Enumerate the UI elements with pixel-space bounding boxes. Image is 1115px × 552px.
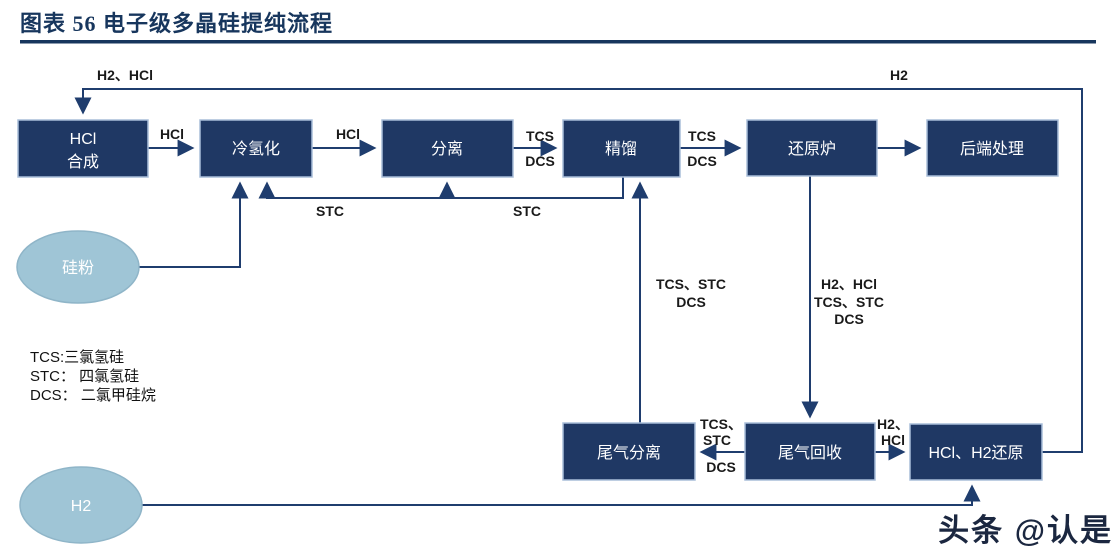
edge-label-recovery-to-reduction-1: H2、 [877,416,909,432]
node-tailgas-separation: 尾气分离 [562,422,696,481]
edge-label-tcs-2: TCS [688,128,716,144]
edge-label-dcs-2: DCS [687,153,717,169]
node-silicon-powder-ellipse [16,230,140,304]
edge-h2-recycle [74,88,1083,453]
edge-label-tcs-1: TCS [526,128,554,144]
edge-label-dcs-1: DCS [525,153,555,169]
node-cold-hydrogenation-box [199,119,313,178]
node-backend-processing-label: 后端处理 [960,140,1024,158]
node-silicon-powder-label: 硅粉 [62,259,94,277]
edge-siliconpowder-to-coldhydro [139,181,249,268]
edge-label-tailgas-to-distillation-2: DCS [676,294,706,310]
node-distillation: 精馏 [562,119,681,178]
node-separation-box [381,119,514,178]
node-tailgas-recovery: 尾气回收 [744,422,876,481]
node-hcl-synthesis-box [17,119,149,178]
edge-label-hcl-1: HCl [160,126,184,142]
edge-label-recycle-right: H2 [890,67,908,83]
node-hcl-synthesis: HCl 合成 [17,119,149,178]
node-silicon-powder: 硅粉 [16,230,140,304]
edge-label-furnace-to-recovery-3: DCS [834,311,864,327]
edge-label-tailgas-to-distillation-1: TCS、STC [656,276,726,292]
edge-label-recovery-to-separation-1: TCS、 [700,416,742,432]
node-reduction-furnace-box [746,119,878,177]
node-hcl-h2-reduction-label: HCl、H2还原 [928,444,1023,462]
edge-stc-return [258,177,624,199]
edge-label-furnace-to-recovery-1: H2、HCl [821,276,877,292]
node-hcl-synthesis-label-1: HCl [70,131,97,148]
node-backend-processing-box [926,119,1059,177]
node-h2-feed-label: H2 [71,498,92,515]
node-h2-feed-ellipse [19,466,143,544]
edge-h2-to-reduction [142,484,981,506]
legend-stc: STC： 四氯氢硅 [30,368,139,385]
legend: TCS:三氯氢硅 STC： 四氯氢硅 DCS： 二氯甲硅烷 [30,349,156,404]
edge-label-hcl-2: HCl [336,126,360,142]
node-separation: 分离 [381,119,514,178]
watermark: 头条 @认是 [938,513,1113,548]
legend-tcs: TCS:三氯氢硅 [30,349,124,366]
node-tailgas-recovery-box [744,422,876,481]
node-reduction-furnace: 还原炉 [746,119,878,177]
figure-title: 图表 56 电子级多晶硅提纯流程 [20,11,333,36]
node-hcl-h2-reduction: HCl、H2还原 [909,423,1043,481]
node-separation-label: 分离 [431,140,463,158]
title-underline [20,40,1096,44]
edge-label-recovery-to-reduction-2: HCl [881,432,905,448]
node-distillation-box [562,119,681,178]
node-backend-processing: 后端处理 [926,119,1059,177]
edge-label-stc-right: STC [513,203,541,219]
node-hcl-h2-reduction-box [909,423,1043,481]
node-tailgas-separation-label: 尾气分离 [597,444,661,462]
edge-label-recovery-to-separation-3: DCS [706,459,736,475]
edge-label-furnace-to-recovery-2: TCS、STC [814,294,884,310]
node-tailgas-separation-box [562,422,696,481]
node-cold-hydrogenation-label: 冷氢化 [232,140,280,158]
edge-label-stc-left: STC [316,203,344,219]
legend-dcs: DCS： 二氯甲硅烷 [30,387,156,404]
edge-label-recovery-to-separation-2: STC [703,432,731,448]
node-distillation-label: 精馏 [605,140,637,158]
node-tailgas-recovery-label: 尾气回收 [778,444,842,462]
node-reduction-furnace-label: 还原炉 [788,140,836,158]
node-hcl-synthesis-label-2: 合成 [67,153,99,171]
node-h2-feed: H2 [19,466,143,544]
edge-label-recycle-left: H2、HCl [97,67,153,83]
node-cold-hydrogenation: 冷氢化 [199,119,313,178]
